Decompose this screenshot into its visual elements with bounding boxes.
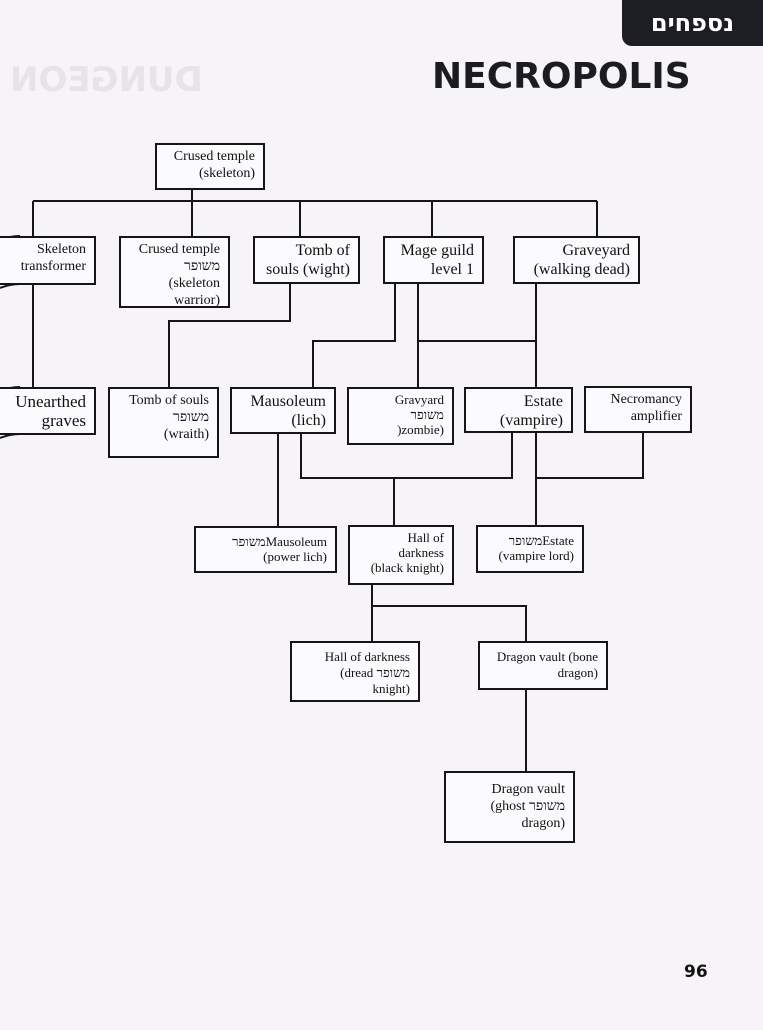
node-mausoleum-upgraded: משופרMausoleum (power lich) <box>194 526 337 573</box>
node-line: (lich) <box>291 412 326 429</box>
connector <box>168 283 291 387</box>
node-line: (walking dead) <box>533 261 630 278</box>
node-hall-dread-knight: Hall of darkness (dread משופר knight) <box>290 641 420 702</box>
node-skeleton-transformer: Skeleton transformer <box>0 236 96 285</box>
node-line: Crused temple <box>138 242 220 257</box>
node-line: Hall of <box>407 530 444 545</box>
connector <box>312 283 536 387</box>
node-line: knight) <box>372 681 410 696</box>
node-line: warrior) <box>174 293 220 308</box>
node-line: (dread משופר <box>340 665 410 680</box>
node-tomb-wraith: Tomb of souls משופר (wraith) <box>108 387 219 458</box>
node-gravyard-upgraded: Gravyard משופר )zombie) <box>347 387 454 445</box>
node-line: Gravyard <box>394 392 444 407</box>
section-tab: נספחים <box>622 0 763 46</box>
node-line: (vampire lord) <box>498 548 574 563</box>
node-line: (black knight) <box>370 560 444 575</box>
node-line: amplifier <box>630 409 682 424</box>
node-line: Crused temple <box>173 149 255 164</box>
node-line: Unearthed <box>15 392 86 411</box>
node-line: dragon) <box>521 816 565 831</box>
node-line: משופר <box>183 259 220 274</box>
connector <box>32 189 598 236</box>
node-dragon-vault-bone: Dragon vault (bone dragon) <box>478 641 608 690</box>
node-line: level 1 <box>430 261 474 278</box>
node-mausoleum: Mausoleum (lich) <box>230 387 336 434</box>
node-estate-upgraded: משופרEstate (vampire lord) <box>476 525 584 573</box>
node-line: (ghost משופר <box>490 799 565 814</box>
node-line: Tomb of <box>295 242 350 259</box>
node-dragon-vault-ghost: Dragon vault (ghost משופר dragon) <box>444 771 575 843</box>
node-unearthed-graves: Unearthed graves <box>0 387 96 435</box>
node-mage-guild: Mage guild level 1 <box>383 236 484 284</box>
node-line: (wraith) <box>163 427 209 442</box>
node-line: Skeleton <box>37 242 86 257</box>
node-line: משופר <box>410 407 444 422</box>
node-line: Necromancy <box>610 392 682 407</box>
node-line: משופרMausoleum <box>232 534 327 549</box>
node-line: souls (wight) <box>266 261 350 278</box>
node-line: (vampire) <box>499 412 563 429</box>
node-line: )zombie) <box>397 422 444 437</box>
node-line: Dragon vault (bone <box>496 649 598 664</box>
node-estate: Estate (vampire) <box>464 387 573 433</box>
node-graveyard: Graveyard (walking dead) <box>513 236 640 284</box>
node-hall-black-knight: Hall of darkness (black knight) <box>348 525 454 585</box>
node-line: transformer <box>20 259 86 274</box>
connector <box>277 432 513 526</box>
node-line: graves <box>41 411 86 430</box>
page-number: 96 <box>684 962 708 982</box>
connector <box>371 584 527 641</box>
node-tomb-wight: Tomb of souls (wight) <box>253 236 360 284</box>
node-line: Tomb of souls <box>129 393 209 408</box>
node-line: Hall of darkness <box>324 649 410 664</box>
node-necromancy-amplifier: Necromancy amplifier <box>584 386 692 433</box>
node-line: Estate <box>523 393 563 410</box>
node-line: Mausoleum <box>250 393 326 410</box>
node-line: dragon) <box>557 665 598 680</box>
node-line: (skeleton <box>168 276 220 291</box>
node-line: darkness <box>398 545 445 560</box>
node-line: Graveyard <box>562 242 630 259</box>
node-line: Mage guild <box>400 242 474 259</box>
page-title: NECROPOLIS <box>432 56 691 97</box>
node-line: משופר <box>172 410 209 425</box>
node-line: Dragon vault <box>491 782 565 797</box>
node-line: משופרEstate <box>508 533 574 548</box>
node-line: (power lich) <box>263 549 327 564</box>
connector <box>535 432 644 525</box>
node-crused-temple: Crused temple (skeleton) <box>155 143 265 190</box>
node-line: (skeleton) <box>199 166 255 181</box>
node-crused-temple-upgraded: Crused temple משופר (skeleton warrior) <box>119 236 230 308</box>
